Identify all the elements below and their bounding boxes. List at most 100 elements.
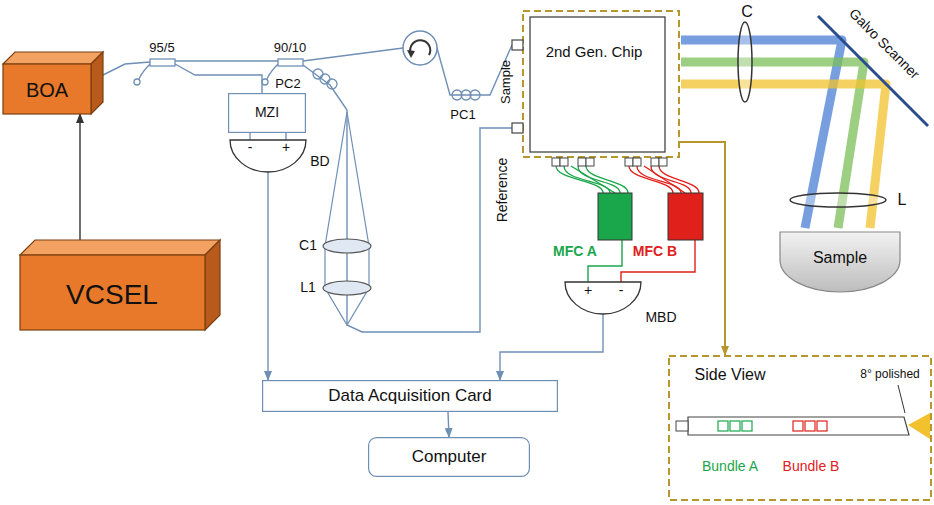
chip-port [676,421,688,431]
box-front-face [20,255,205,330]
fiber-connector-line [267,172,268,380]
node-text: Side View [695,366,766,384]
fiber-connector-line [680,142,725,355]
fiber-connector: MFC B [620,190,710,260]
chip-output-port [578,158,586,166]
sample-object: Sample [778,230,902,294]
node-text: 95/5 [149,41,174,55]
node-text: 8° polished [860,368,920,381]
fiber-terminator [134,64,278,85]
box-side-face [205,240,220,330]
chip-output-port [651,158,659,166]
part-label: L [898,191,907,209]
node-text: Sample [813,249,867,267]
node-text: Data Acquisition Card [328,387,491,406]
detector-body [230,140,306,172]
process-box: Data Acquisition Card [262,380,558,412]
part-label: Galvo Scanner [846,6,922,82]
fiber-coupler: 95/5 [140,40,185,72]
node-text: Computer [412,448,487,467]
fiber-bundle-b [629,166,699,193]
detector-wire [249,133,250,140]
balanced-detector: + - MBD [563,280,683,330]
lens-c [738,22,752,102]
part-label: L1 [300,280,316,295]
node-text: + [282,140,290,155]
node-text: MFC A [553,244,597,259]
amplifier-box: BOA [3,52,103,114]
fiber-connector: MFC A [560,190,640,260]
fiber-coupler: 90/10 [268,40,313,72]
chip-output-port [625,158,633,166]
box-top-face [3,52,103,64]
process-box: Computer [368,437,530,477]
photonic-chip: 2nd Gen. Chip [522,10,680,158]
output-beam [908,413,930,439]
fiber-connector-line [448,412,449,437]
coupler-body [278,59,303,66]
box-border [229,94,306,133]
node-text: VCSEL [66,280,158,311]
box-side-face [91,52,103,114]
node-text: - [248,140,253,155]
box-front-face [3,64,91,114]
bundle-port [817,421,827,431]
node-text: + [584,283,592,298]
chip-output-port [633,158,641,166]
bundle-port [805,421,815,431]
box-border [369,438,530,477]
chip-port [512,40,523,50]
polarization-controller [313,69,480,100]
lens-c1 [323,239,371,253]
fiber-connector-line [621,240,695,283]
leader-line [898,385,905,413]
part-label: Sample [499,60,513,104]
node-text: MBD [645,310,676,325]
connector-body [668,193,703,240]
fiber-connector-line [285,133,286,140]
node-text: BOA [26,79,68,101]
part-label: C [741,3,753,21]
detector-body [565,282,641,314]
chip-side-body [688,417,909,435]
inset-frame [669,356,931,500]
chip-output-port [560,158,568,166]
balanced-detector: - + BD [228,138,338,174]
chip-port [512,123,523,133]
chip-dashed-frame [523,11,679,157]
bundle-port [730,421,740,431]
node-text: MFC B [633,244,677,259]
node-text: BD [310,154,329,169]
node-text: 2nd Gen. Chip [546,44,643,61]
fiber-connector-line [79,114,80,243]
fiber-connector-line [500,313,603,380]
part-label: PC1 [450,108,475,122]
connector-body [598,193,632,240]
chip-output-port [552,158,560,166]
bundle-port [742,421,752,431]
bundle-port [793,421,803,431]
interferometer-box: MZI [228,93,306,133]
lens-l1 [323,281,371,295]
node-text: - [619,283,624,298]
part-label: C1 [299,238,317,253]
chip-output-port [586,158,594,166]
chip-output-port [659,158,667,166]
node-text: 90/10 [274,41,307,55]
bundle-port [718,421,728,431]
fiber-connector-line [303,65,512,332]
photonic-chip-outline [522,10,680,158]
sample-body [780,232,900,292]
lens-l [790,193,886,207]
fiber-connector-line [175,60,278,61]
fiber-connector-line [175,64,262,93]
box-border [263,381,558,412]
chip-body [530,17,665,152]
coupler-body [150,59,175,66]
part-label: Reference [495,158,510,223]
scan-beam [681,40,886,228]
circulator-symbol [403,31,437,65]
vcsel-source: VCSEL [20,240,220,335]
node-text: MZI [255,105,279,120]
